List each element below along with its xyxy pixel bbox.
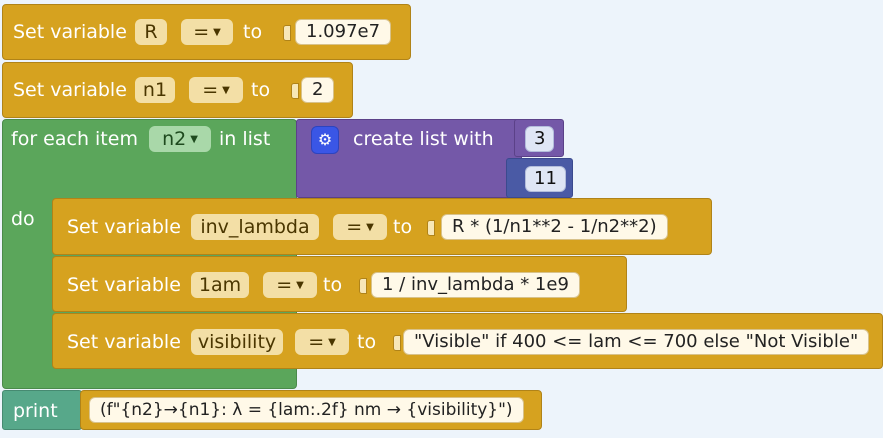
- block-label: Set variable: [67, 331, 181, 353]
- gear-icon[interactable]: ⚙: [311, 126, 339, 154]
- block-label: Set variable: [67, 274, 181, 296]
- value-field-r[interactable]: 1.097e7: [295, 19, 392, 45]
- variable-r-field[interactable]: R: [135, 19, 167, 45]
- set-variable-inv-lambda-block[interactable]: Set variable inv_lambda =▼ to R * (1/n1*…: [52, 198, 712, 255]
- operator-dropdown[interactable]: =▼: [189, 77, 243, 103]
- dropdown-arrow-icon: ▼: [366, 221, 374, 233]
- block-label: Set variable: [67, 216, 181, 238]
- operator-dropdown[interactable]: =▼: [295, 329, 349, 355]
- do-label: do: [11, 208, 35, 230]
- dropdown-arrow-icon: ▼: [222, 84, 230, 96]
- to-label: to: [357, 331, 377, 353]
- print-block[interactable]: print: [2, 390, 82, 430]
- dropdown-arrow-icon: ▼: [190, 133, 198, 145]
- value-connector: [393, 335, 401, 351]
- variable-n1-field[interactable]: n1: [135, 77, 175, 103]
- print-value-block[interactable]: (f"{n2}→{n1}: λ = {lam:.2f} nm → {visibi…: [80, 390, 542, 430]
- dropdown-arrow-icon: ▼: [296, 279, 304, 291]
- value-connector: [359, 278, 367, 294]
- value-field-visibility[interactable]: "Visible" if 400 <= lam <= 700 else "Not…: [403, 329, 870, 355]
- in-list-label: in list: [219, 128, 271, 150]
- operator-dropdown[interactable]: =▼: [333, 214, 387, 240]
- to-label: to: [243, 21, 263, 43]
- create-list-block[interactable]: ⚙ create list with: [296, 119, 522, 198]
- value-connector: [427, 220, 435, 236]
- dropdown-arrow-icon: ▼: [328, 336, 336, 348]
- for-each-label: for each item: [11, 128, 138, 150]
- value-field-inv-lambda[interactable]: R * (1/n1**2 - 1/n2**2): [441, 214, 668, 240]
- loop-variable-dropdown[interactable]: n2▼: [149, 126, 211, 152]
- set-variable-r-block[interactable]: Set variable R =▼ to 1.097e7: [2, 4, 411, 60]
- value-connector: [283, 25, 291, 41]
- value-connector: [291, 83, 299, 99]
- block-label: Set variable: [13, 79, 127, 101]
- dropdown-arrow-icon: ▼: [213, 26, 221, 38]
- create-list-label: create list with: [353, 128, 494, 150]
- set-variable-n1-block[interactable]: Set variable n1 =▼ to 2: [2, 62, 353, 118]
- variable-1am-field[interactable]: 1am: [191, 272, 249, 298]
- print-label: print: [13, 400, 58, 422]
- to-label: to: [323, 274, 343, 296]
- value-field-1am[interactable]: 1 / inv_lambda * 1e9: [371, 272, 580, 298]
- to-label: to: [393, 216, 413, 238]
- to-label: to: [251, 79, 271, 101]
- list-item-slot-2: 11: [506, 158, 573, 198]
- set-variable-visibility-block[interactable]: Set variable visibility =▼ to "Visible" …: [52, 313, 883, 369]
- variable-visibility-field[interactable]: visibility: [191, 329, 283, 355]
- list-item-slot-1: 3: [514, 119, 564, 157]
- set-variable-1am-block[interactable]: Set variable 1am =▼ to 1 / inv_lambda * …: [52, 256, 627, 312]
- variable-inv-lambda-field[interactable]: inv_lambda: [191, 214, 319, 240]
- value-field-n1[interactable]: 2: [301, 77, 335, 103]
- list-item-value[interactable]: 11: [525, 166, 566, 192]
- print-value-field[interactable]: (f"{n2}→{n1}: λ = {lam:.2f} nm → {visibi…: [89, 397, 524, 423]
- block-label: Set variable: [13, 21, 127, 43]
- operator-dropdown[interactable]: =▼: [263, 272, 317, 298]
- operator-dropdown[interactable]: =▼: [181, 19, 233, 45]
- list-item-value[interactable]: 3: [525, 126, 555, 152]
